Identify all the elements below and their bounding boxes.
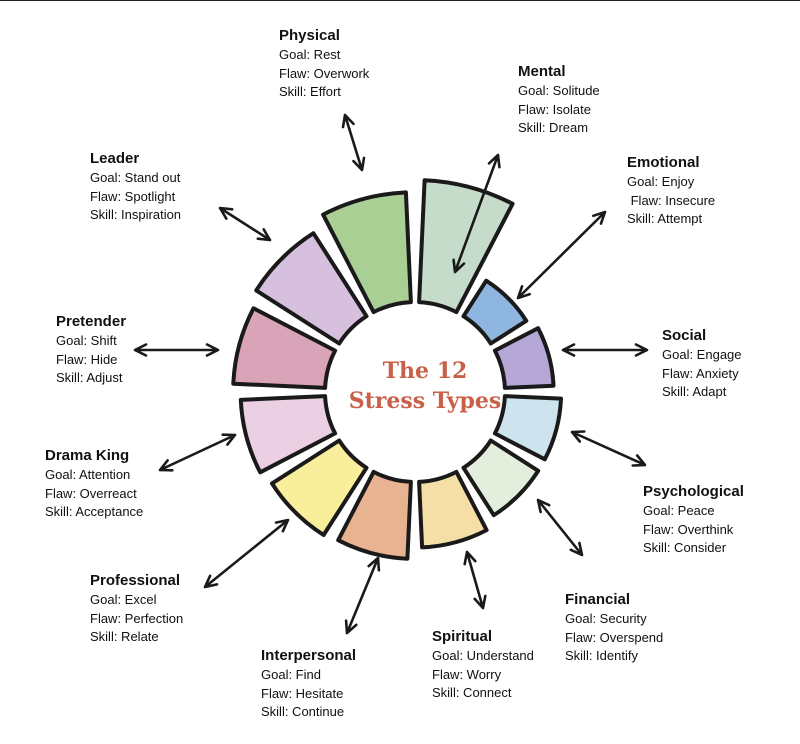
type-flaw: Flaw: Overthink	[643, 521, 734, 537]
type-flaw: Flaw: Isolate	[518, 101, 591, 117]
center-title-line-2: Stress Types	[348, 388, 502, 414]
segment-leader	[321, 190, 413, 315]
type-skill: Skill: Attempt	[627, 211, 703, 226]
type-goal: Goal: Shift	[56, 333, 117, 348]
label-psychological: Psychological Goal: Peace Flaw: Overthin…	[643, 482, 744, 558]
type-goal: Goal: Solitude	[518, 83, 600, 98]
type-goal: Goal: Security	[565, 611, 647, 626]
label-mental: Mental Goal: Solitude Flaw: Isolate Skil…	[518, 62, 600, 138]
segment-pretender	[254, 231, 369, 346]
type-flaw: Flaw: Overwork	[279, 65, 370, 81]
top-border	[0, 0, 800, 1]
type-flaw: Flaw: Spotlight	[90, 188, 176, 204]
arrow-mental	[452, 153, 501, 274]
segment-interpersonal	[270, 438, 369, 537]
type-skill: Skill: Dream	[518, 120, 589, 135]
type-skill: Skill: Continue	[261, 704, 345, 719]
type-name: Mental	[518, 63, 566, 80]
type-name: Psychological	[643, 483, 744, 500]
type-goal: Goal: Enjoy	[627, 174, 695, 189]
label-financial: Financial Goal: Security Flaw: Overspend…	[565, 590, 663, 666]
segment-drama-king	[231, 306, 338, 390]
type-goal: Goal: Peace	[643, 503, 715, 518]
type-flaw: Flaw: Perfection	[90, 610, 184, 626]
arrow-financial	[536, 498, 584, 557]
arrow-physical	[341, 113, 366, 172]
type-skill: Skill: Connect	[432, 685, 512, 700]
label-drama-king: Drama King Goal: Attention Flaw: Overrea…	[45, 446, 143, 522]
center-title: The 12 Stress Types	[330, 356, 520, 416]
arrow-spiritual	[463, 550, 487, 610]
type-flaw: Flaw: Overreact	[45, 485, 137, 501]
arrow-leader	[218, 206, 272, 242]
arrow-psychological	[570, 430, 647, 467]
label-leader: Leader Goal: Stand out Flaw: Spotlight S…	[90, 149, 181, 225]
type-name: Physical	[279, 27, 340, 44]
type-name: Financial	[565, 591, 631, 608]
type-skill: Skill: Relate	[90, 629, 159, 644]
type-skill: Skill: Acceptance	[45, 504, 144, 519]
type-name: Spiritual	[432, 628, 493, 645]
segment-spiritual	[336, 469, 413, 561]
type-skill: Skill: Identify	[565, 648, 638, 663]
type-goal: Goal: Attention	[45, 467, 131, 482]
arrow-interpersonal	[344, 556, 381, 635]
type-goal: Goal: Engage	[662, 347, 742, 362]
arrow-social	[561, 343, 649, 357]
type-name: Interpersonal	[261, 647, 357, 664]
type-goal: Goal: Stand out	[90, 170, 181, 185]
label-emotional: Emotional Goal: Enjoy Flaw: Insecure Ski…	[627, 153, 715, 229]
type-skill: Skill: Adjust	[56, 370, 123, 385]
arrow-pretender	[133, 343, 220, 357]
type-skill: Skill: Inspiration	[90, 207, 182, 222]
type-goal: Goal: Find	[261, 667, 321, 682]
type-name: Social	[662, 327, 707, 344]
arrow-drama-king	[158, 433, 237, 472]
segment-social	[492, 394, 563, 462]
type-skill: Skill: Consider	[643, 540, 727, 555]
type-name: Pretender	[56, 313, 127, 330]
type-name: Drama King	[45, 447, 130, 464]
type-flaw: Flaw: Overspend	[565, 629, 664, 645]
type-flaw: Flaw: Insecure	[627, 192, 716, 208]
type-flaw: Flaw: Hide	[56, 351, 118, 367]
arrow-professional	[203, 518, 290, 589]
center-title-line-1: The 12	[382, 358, 468, 384]
type-goal: Goal: Understand	[432, 648, 534, 663]
segment-psychological	[461, 438, 541, 518]
segment-financial	[417, 469, 489, 550]
segment-mental	[461, 278, 529, 346]
type-skill: Skill: Effort	[279, 84, 341, 99]
arrow-emotional	[516, 210, 607, 300]
type-flaw: Flaw: Worry	[432, 666, 502, 682]
type-name: Professional	[90, 572, 181, 589]
label-physical: Physical Goal: Rest Flaw: Overwork Skill…	[279, 26, 369, 102]
label-interpersonal: Interpersonal Goal: Find Flaw: Hesitate …	[261, 646, 356, 722]
type-flaw: Flaw: Anxiety	[662, 365, 739, 381]
segment-emotional	[492, 326, 556, 390]
segment-professional	[238, 394, 338, 475]
type-goal: Goal: Excel	[90, 592, 157, 607]
label-spiritual: Spiritual Goal: Understand Flaw: Worry S…	[432, 627, 534, 703]
label-social: Social Goal: Engage Flaw: Anxiety Skill:…	[662, 326, 742, 402]
type-name: Leader	[90, 150, 140, 167]
label-professional: Professional Goal: Excel Flaw: Perfectio…	[90, 571, 183, 647]
type-flaw: Flaw: Hesitate	[261, 685, 344, 701]
label-pretender: Pretender Goal: Shift Flaw: Hide Skill: …	[56, 312, 126, 388]
type-skill: Skill: Adapt	[662, 384, 727, 399]
type-goal: Goal: Rest	[279, 47, 341, 62]
type-name: Emotional	[627, 154, 700, 171]
